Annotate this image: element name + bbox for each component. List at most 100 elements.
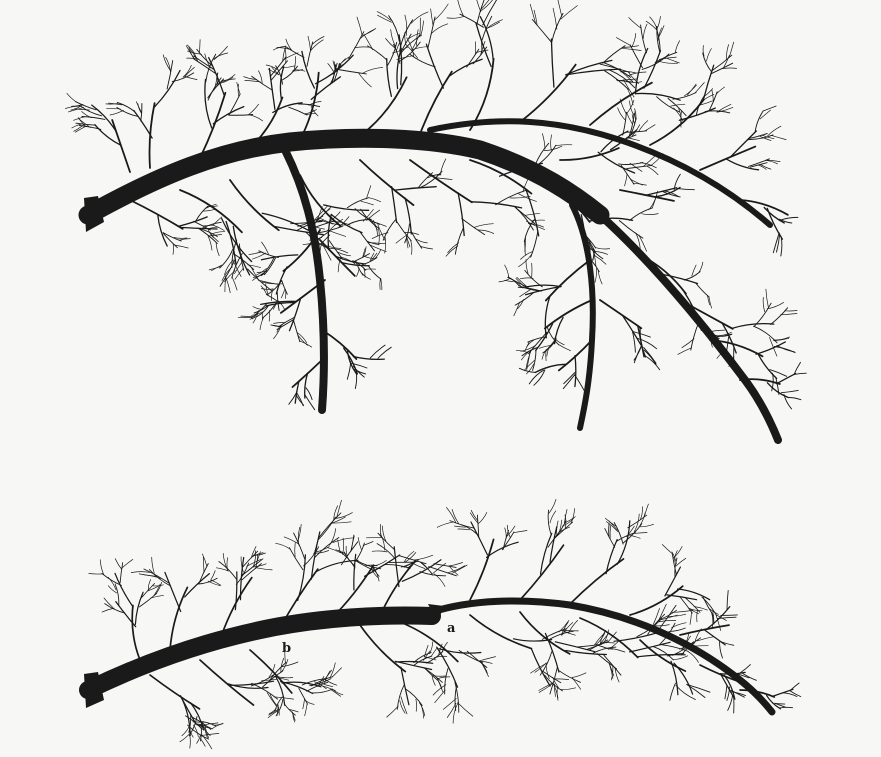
twig	[690, 612, 692, 624]
twig	[82, 117, 105, 120]
twig	[470, 539, 494, 600]
twig	[136, 102, 141, 113]
twig	[763, 106, 776, 111]
twig	[293, 320, 300, 342]
twig	[368, 46, 387, 60]
twig	[759, 355, 777, 378]
twig	[755, 303, 772, 326]
twig	[396, 221, 411, 241]
twig	[203, 733, 219, 735]
twig	[728, 695, 733, 710]
twig	[478, 513, 487, 525]
twig	[555, 679, 569, 680]
twig	[362, 258, 377, 265]
twig	[311, 40, 324, 51]
twig	[380, 279, 381, 290]
twig	[365, 36, 373, 50]
twig	[539, 683, 553, 691]
twig	[434, 656, 447, 658]
twig	[470, 513, 478, 523]
twig	[152, 557, 155, 573]
twig	[658, 26, 664, 39]
twig	[320, 240, 355, 276]
twig	[514, 531, 528, 533]
twig	[153, 585, 164, 586]
twig	[182, 726, 190, 736]
twig	[551, 39, 554, 87]
twig	[253, 551, 255, 567]
twig	[519, 255, 532, 267]
twig	[626, 82, 642, 83]
twig	[645, 125, 655, 131]
twig	[200, 40, 201, 53]
twig	[455, 228, 463, 254]
twig	[433, 685, 446, 695]
twig	[553, 8, 557, 29]
twig	[548, 510, 551, 535]
twig	[165, 572, 181, 611]
twig	[575, 356, 576, 387]
twig	[431, 24, 448, 34]
twig	[727, 591, 728, 610]
twig	[643, 24, 647, 38]
twig	[760, 110, 770, 119]
twig	[771, 308, 788, 325]
twig	[204, 209, 216, 211]
twig	[404, 551, 414, 562]
twig	[571, 509, 575, 524]
twig	[213, 225, 225, 231]
twig	[691, 323, 699, 350]
twig	[788, 398, 801, 400]
twig	[431, 9, 434, 26]
twig	[285, 46, 304, 57]
twig	[381, 279, 382, 290]
twig	[546, 260, 590, 301]
twig	[289, 548, 303, 570]
twig	[566, 651, 607, 655]
twig	[448, 243, 459, 253]
twig	[572, 673, 586, 678]
upper-drooping-shoot-1	[285, 150, 324, 410]
twig	[545, 633, 559, 672]
twig	[448, 563, 462, 567]
twig	[256, 568, 272, 570]
twig	[505, 265, 509, 278]
twig	[707, 49, 712, 62]
twig	[755, 111, 763, 132]
twig	[364, 269, 365, 278]
twig	[213, 217, 222, 225]
twig	[271, 61, 288, 81]
twig	[185, 77, 197, 80]
twig	[520, 278, 533, 279]
twig	[630, 45, 642, 68]
twig	[67, 93, 76, 102]
twig	[411, 240, 412, 255]
twig	[211, 571, 216, 581]
twig	[781, 236, 782, 256]
twig	[525, 239, 526, 252]
twig	[673, 656, 688, 660]
twig	[108, 586, 116, 593]
twig	[525, 213, 540, 215]
twig	[603, 654, 621, 675]
twig	[595, 268, 597, 282]
label-b: b	[282, 641, 291, 656]
twig	[575, 375, 585, 392]
twig	[420, 18, 421, 37]
twig	[590, 83, 652, 125]
twig	[505, 528, 507, 539]
twig	[538, 145, 556, 164]
twig	[357, 17, 362, 35]
twig	[115, 559, 122, 570]
twig	[276, 543, 291, 549]
twig	[561, 6, 578, 20]
twig	[671, 610, 693, 612]
twig	[379, 228, 380, 245]
twig	[572, 678, 581, 690]
twig	[678, 589, 710, 600]
twig	[458, 703, 473, 717]
twig	[665, 567, 681, 596]
twig	[249, 252, 262, 255]
twig	[185, 574, 210, 597]
twig	[622, 48, 641, 50]
